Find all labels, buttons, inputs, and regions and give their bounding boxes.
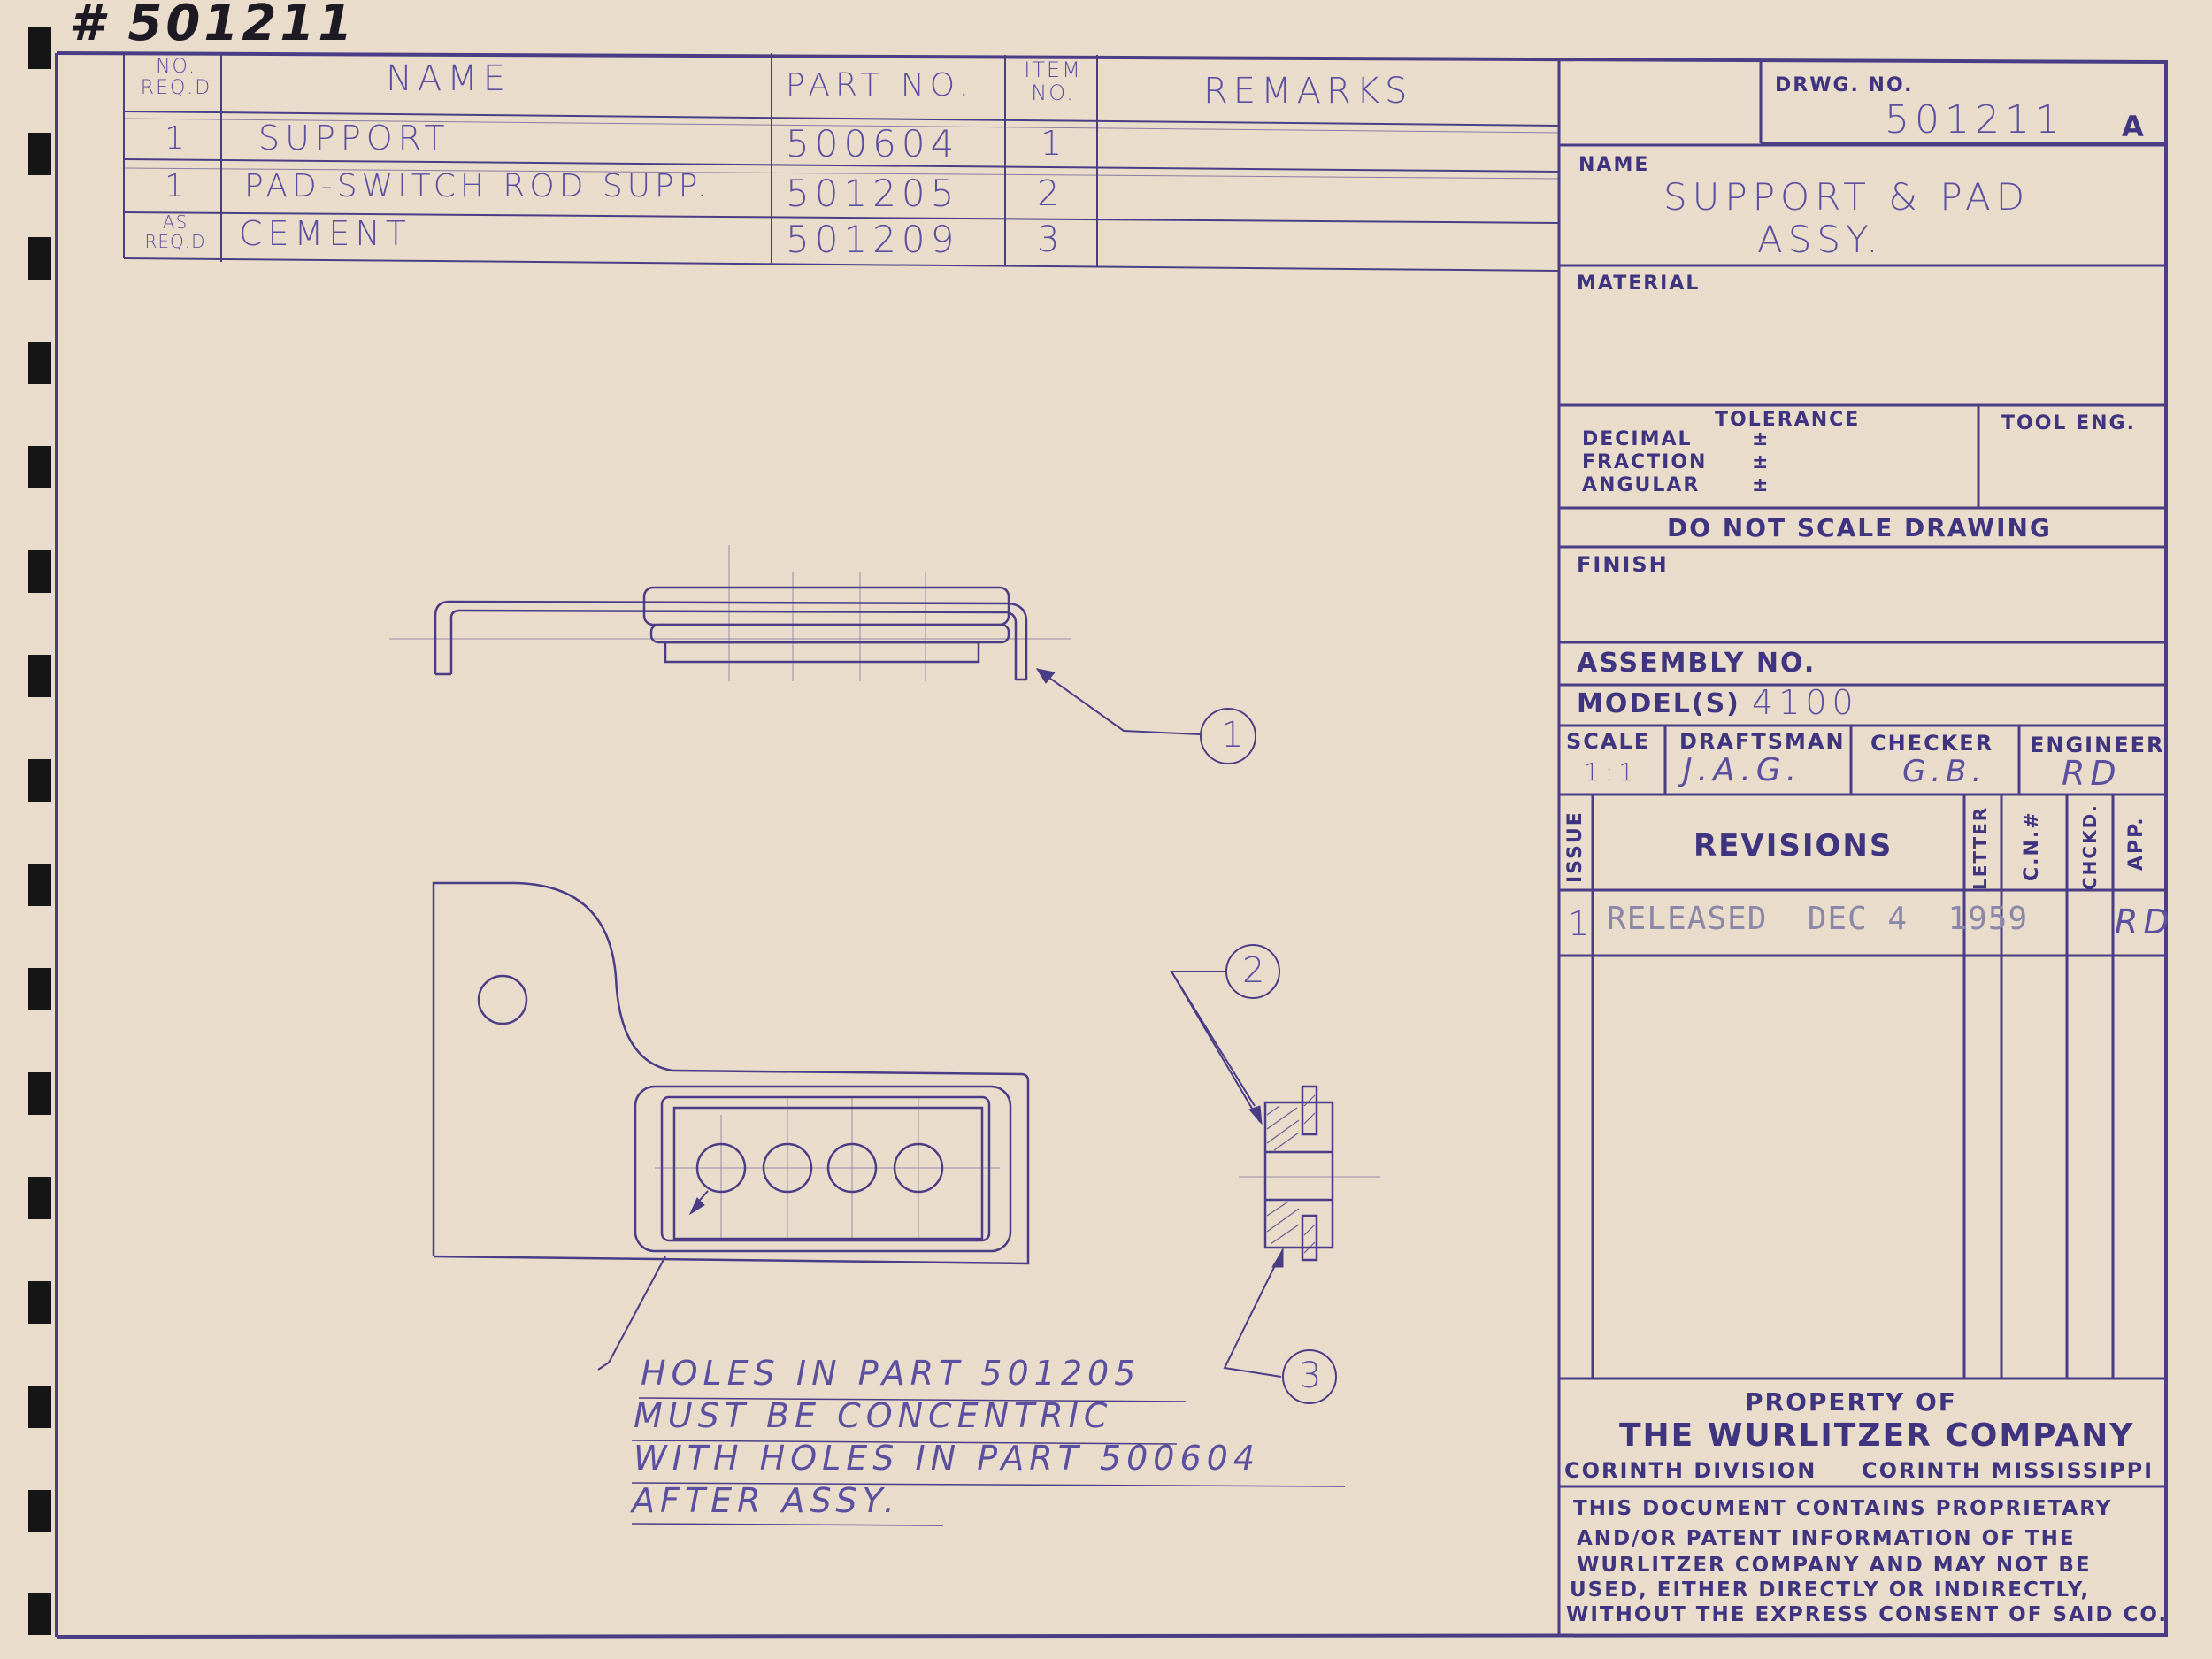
proprietary-notice-line: WITHOUT THE EXPRESS CONSENT OF SAID CO. bbox=[1566, 1603, 2169, 1626]
checker-initials: G.B. bbox=[1902, 754, 1987, 789]
models-value: 4100 bbox=[1752, 683, 1859, 722]
angular-plus-minus: ± bbox=[1752, 474, 1770, 496]
balloon-1-label: 1 bbox=[1221, 715, 1244, 756]
decimal-plus-minus: ± bbox=[1752, 428, 1770, 450]
proprietary-notice-line: AND/OR PATENT INFORMATION OF THE bbox=[1577, 1527, 2076, 1550]
row-name: PAD-SWITCH ROD SUPP. bbox=[244, 168, 712, 204]
revision-issue-number: 1 bbox=[1568, 904, 1595, 943]
row-part-no: 501209 bbox=[786, 218, 960, 261]
row-item: 2 bbox=[1037, 173, 1065, 214]
tool-eng-label: TOOL ENG. bbox=[2001, 412, 2136, 434]
material-label: MATERIAL bbox=[1577, 273, 1701, 295]
parts-list-header-qty: NO. REQ.D bbox=[140, 56, 212, 99]
scale-label: SCALE bbox=[1566, 729, 1651, 754]
do-not-scale-notice: DO NOT SCALE DRAWING bbox=[1667, 513, 2052, 542]
row-item: 1 bbox=[1041, 124, 1068, 163]
row-name: CEMENT bbox=[239, 214, 411, 253]
cn-header: C.N.# bbox=[2021, 810, 2043, 881]
note-line: AFTER ASSY. bbox=[632, 1481, 900, 1520]
draftsman-label: DRAFTSMAN bbox=[1679, 729, 1846, 754]
models-label: MODEL(S) bbox=[1577, 688, 1740, 719]
drwg-no-value: 501211 bbox=[1885, 97, 2065, 142]
row-part-no: 500604 bbox=[786, 122, 960, 165]
proprietary-notice-line: USED, EITHER DIRECTLY OR INDIRECTLY, bbox=[1570, 1578, 2091, 1601]
location-label: CORINTH MISSISSIPPI bbox=[1862, 1458, 2154, 1483]
scale-value: 1:1 bbox=[1584, 757, 1640, 787]
engineer-initials: RD bbox=[2062, 754, 2122, 793]
row-item: 3 bbox=[1037, 219, 1065, 260]
drawing-name-line1: SUPPORT & PAD bbox=[1663, 175, 2031, 219]
tolerance-label: TOLERANCE bbox=[1715, 409, 1861, 431]
proprietary-notice-line: WURLITZER COMPANY AND MAY NOT BE bbox=[1577, 1554, 2092, 1577]
engineer-label: ENGINEER bbox=[2030, 733, 2165, 757]
division-label: CORINTH DIVISION bbox=[1564, 1458, 1817, 1483]
row-qty: 1 bbox=[165, 168, 190, 204]
letter-header: LETTER bbox=[1970, 805, 1991, 890]
checker-label: CHECKER bbox=[1870, 731, 1994, 756]
drwg-rev-letter: A bbox=[2122, 110, 2146, 143]
parts-list-header-part-no: PART NO. bbox=[786, 67, 975, 104]
row-name: SUPPORT bbox=[258, 119, 450, 157]
property-of-label: PROPERTY OF bbox=[1745, 1387, 1957, 1417]
fraction-label: FRACTION bbox=[1582, 451, 1708, 473]
assembly-no-label: ASSEMBLY NO. bbox=[1577, 648, 1816, 679]
parts-list-header-item-no: ITEM NO. bbox=[1024, 58, 1082, 105]
released-stamp: RELEASED DEC 4 1959 bbox=[1607, 901, 2029, 937]
drawing-name-line2: ASSY. bbox=[1757, 218, 1884, 261]
balloon-3-label: 3 bbox=[1299, 1356, 1322, 1396]
note-line: MUST BE CONCENTRIC bbox=[634, 1396, 1113, 1435]
chckd-header: CHCKD. bbox=[2079, 803, 2101, 890]
drwg-no-label: DRWG. NO. bbox=[1775, 74, 1914, 96]
parts-list-header-name: NAME bbox=[386, 58, 511, 99]
issue-header: ISSUE bbox=[1564, 810, 1586, 883]
note-line: HOLES IN PART 501205 bbox=[641, 1354, 1141, 1393]
proprietary-notice-line: THIS DOCUMENT CONTAINS PROPRIETARY bbox=[1573, 1497, 2113, 1520]
angular-label: ANGULAR bbox=[1582, 474, 1701, 496]
finish-label: FINISH bbox=[1577, 552, 1669, 577]
row-qty: AS REQ.D bbox=[144, 211, 206, 252]
app-header: APP. bbox=[2125, 816, 2147, 871]
drawing-number-handwritten: # 501211 bbox=[69, 0, 357, 52]
company-name: THE WURLITZER COMPANY bbox=[1619, 1417, 2135, 1454]
decimal-label: DECIMAL bbox=[1582, 428, 1693, 450]
parts-list-header-remarks: REMARKS bbox=[1203, 71, 1413, 111]
name-label: NAME bbox=[1578, 154, 1650, 176]
row-qty: 1 bbox=[165, 120, 190, 157]
row-part-no: 501205 bbox=[786, 172, 960, 215]
draftsman-initials: J.A.G. bbox=[1683, 752, 1802, 788]
balloon-2-label: 2 bbox=[1242, 950, 1265, 991]
fraction-plus-minus: ± bbox=[1752, 451, 1770, 473]
note-line: WITH HOLES IN PART 500604 bbox=[634, 1439, 1260, 1478]
revision-approval-initials: RD bbox=[2115, 902, 2175, 941]
revisions-header: REVISIONS bbox=[1694, 828, 1893, 864]
